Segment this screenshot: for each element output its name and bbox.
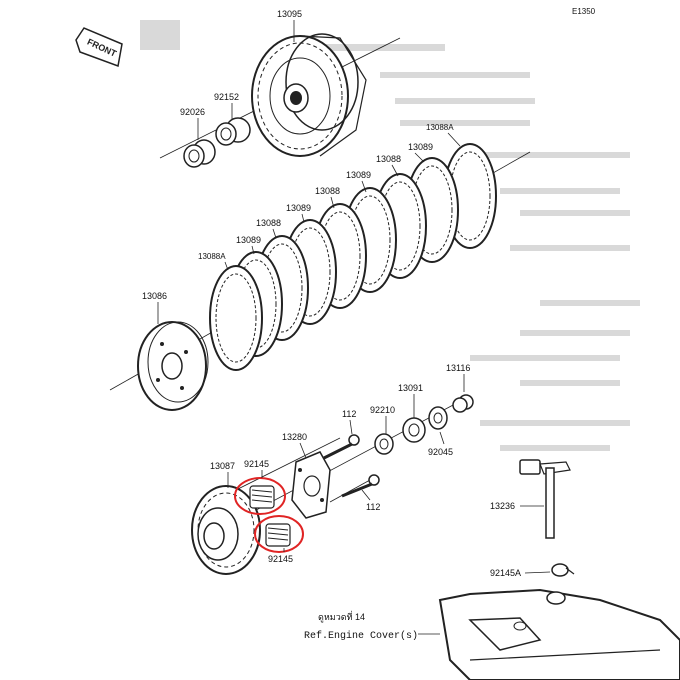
label-13236: 13236 — [490, 501, 515, 511]
label-92045: 92045 — [428, 447, 453, 457]
clutch-plate-stack — [209, 143, 497, 371]
clutch-housing-13095 — [251, 33, 367, 157]
spring-92145-top — [249, 485, 275, 509]
label-13088-2: 13088 — [315, 186, 340, 196]
label-92145-top: 92145 — [244, 459, 269, 469]
part-13116 — [452, 394, 474, 413]
label-112-bottom: 112 — [366, 502, 380, 512]
sleeve-92152 — [215, 117, 251, 146]
ref-engine-cover-text: Ref.Engine Cover(s) — [304, 630, 418, 642]
spring-highlight-circles — [234, 477, 304, 553]
reference-note: ดูหมวดที่ 14 Ref.Engine Cover(s) — [304, 610, 418, 642]
release-shaft-13236 — [519, 459, 571, 539]
label-13089-2: 13089 — [346, 170, 371, 180]
label-92210: 92210 — [370, 405, 395, 415]
pressure-plate-13086 — [137, 321, 209, 411]
label-13086: 13086 — [142, 291, 167, 301]
label-13089-3: 13089 — [286, 203, 311, 213]
label-92026: 92026 — [180, 107, 205, 117]
front-arrow: FRONT — [75, 27, 123, 68]
label-13088a-bottom: 13088A — [198, 252, 226, 261]
highlight-circle-top — [234, 477, 286, 515]
spring-92145-bottom — [265, 523, 291, 547]
highlight-circle-bottom — [254, 515, 304, 553]
label-13116: 13116 — [446, 363, 470, 373]
label-13089-4: 13089 — [236, 235, 261, 245]
label-92145-bottom: 92145 — [268, 554, 293, 564]
label-112-top: 112 — [342, 409, 356, 419]
label-92145a: 92145A — [490, 568, 521, 578]
label-13088-3: 13088 — [256, 218, 281, 228]
plate-13088a-bottom — [209, 265, 263, 371]
leader-lines — [157, 20, 551, 635]
lifter-plate-13280 — [291, 451, 331, 519]
label-13088-1: 13088 — [376, 154, 401, 164]
label-13091: 13091 — [398, 383, 423, 393]
bolt-112-top — [323, 434, 360, 460]
label-13087: 13087 — [210, 461, 235, 471]
label-13089-1: 13089 — [408, 142, 433, 152]
diagram-code: E1350 — [572, 7, 596, 16]
bolt-112-bottom — [341, 474, 380, 498]
label-92152: 92152 — [214, 92, 239, 102]
engine-cover-fragment — [438, 588, 680, 680]
label-13095: 13095 — [277, 9, 302, 19]
part-13091 — [402, 417, 426, 443]
bearing-92045 — [428, 406, 448, 430]
collar-92026 — [183, 139, 216, 168]
label-13280: 13280 — [282, 432, 307, 442]
part-labels: 13095 92152 92026 13088A 13089 13088 130… — [142, 9, 521, 578]
label-13088a-top: 13088A — [426, 123, 454, 132]
ghost-text-background — [140, 20, 640, 451]
spring-92145a — [551, 563, 575, 577]
washer-92210 — [374, 433, 394, 455]
ref-thai-text: ดูหมวดที่ 14 — [318, 610, 365, 623]
